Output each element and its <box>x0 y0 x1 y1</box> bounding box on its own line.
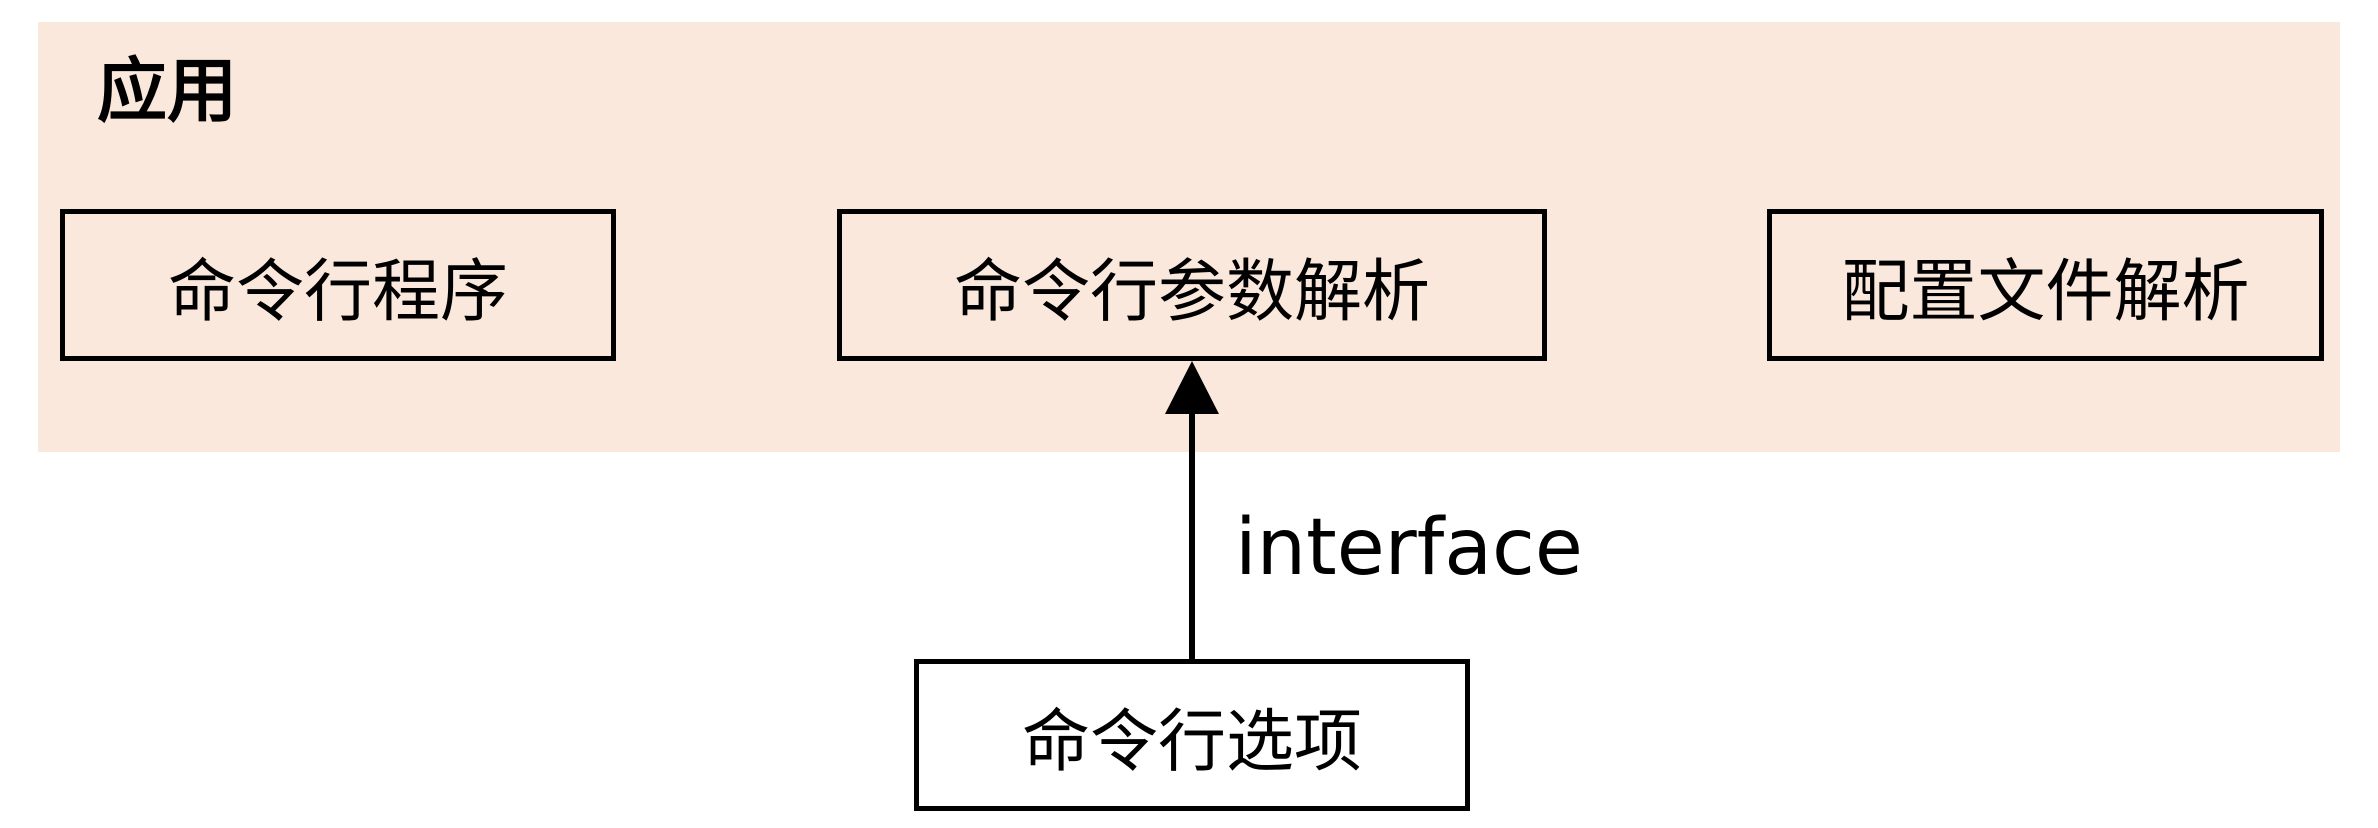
edge-label: interface <box>1235 503 1583 593</box>
node-config-parser: 配置文件解析 <box>1767 209 2324 361</box>
node-label: 命令行选项 <box>1021 702 1362 782</box>
node-label: 配置文件解析 <box>1841 252 2250 332</box>
node-label: 命令行程序 <box>167 252 508 332</box>
arrowhead-icon <box>1165 361 1219 414</box>
node-cli-options: 命令行选项 <box>914 659 1470 811</box>
node-cli-parser: 命令行参数解析 <box>837 209 1547 361</box>
group-title: 应用 <box>97 50 237 132</box>
node-label: 命令行参数解析 <box>953 252 1430 332</box>
node-cli-program: 命令行程序 <box>60 209 616 361</box>
